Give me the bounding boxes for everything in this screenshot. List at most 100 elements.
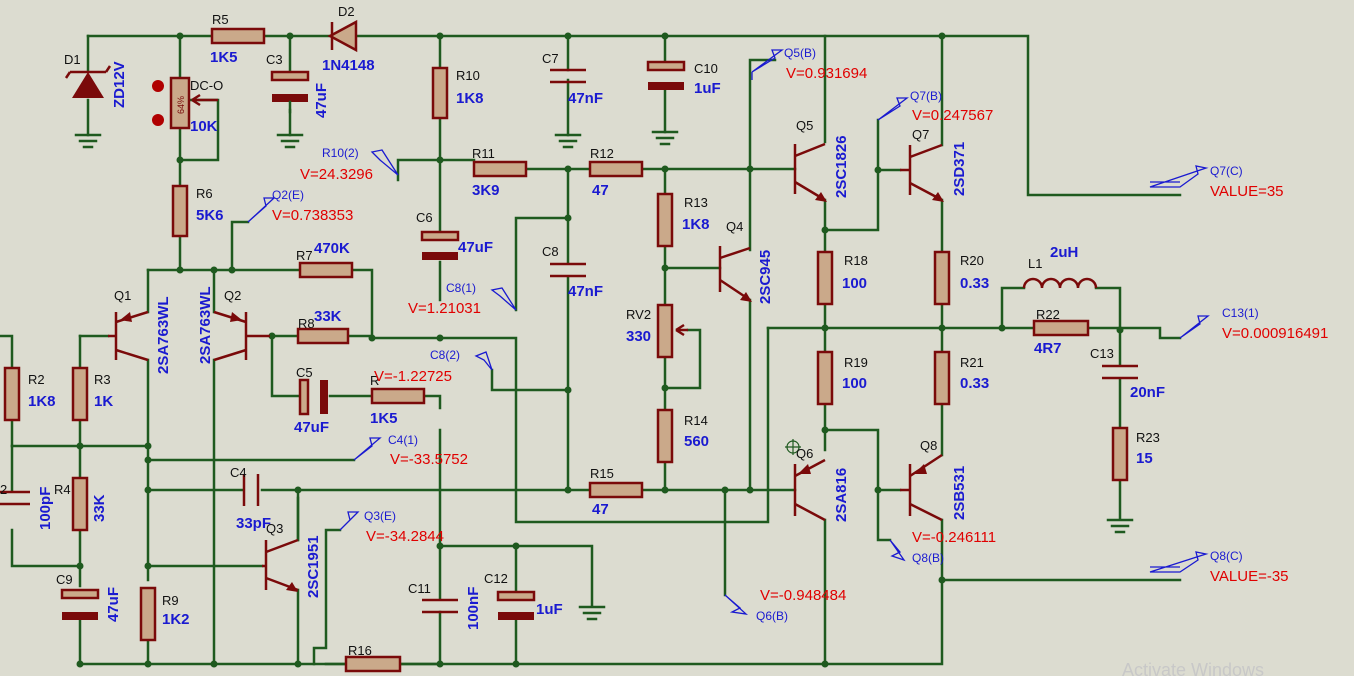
r11-value: 3K9 <box>472 182 500 199</box>
r18-value: 100 <box>842 275 867 292</box>
probe-q6b-icon[interactable] <box>724 594 749 615</box>
r7-value: 470K <box>314 240 350 257</box>
crosshair-icon <box>785 439 801 455</box>
probe-c41-icon[interactable] <box>353 437 382 461</box>
resistor-r6[interactable] <box>171 184 189 238</box>
capacitor-c3[interactable] <box>270 70 310 114</box>
diode-d2[interactable] <box>327 19 358 53</box>
r5-value: 1K5 <box>210 49 238 66</box>
capacitor-c7[interactable] <box>550 68 586 84</box>
probe-r102-icon[interactable] <box>370 149 399 176</box>
resistor-r5[interactable] <box>210 27 266 45</box>
capacitor-c13[interactable] <box>1102 364 1138 380</box>
q2e-voltage: V=0.738353 <box>272 207 353 224</box>
q6-value: 2SA816 <box>833 468 850 522</box>
transistor-q5[interactable] <box>793 142 827 202</box>
capacitor-c11[interactable] <box>422 598 458 614</box>
resistor-r15[interactable] <box>588 481 644 499</box>
inductor-l1[interactable] <box>1022 277 1098 289</box>
resistor-r21[interactable] <box>933 350 951 406</box>
transistor-q6[interactable] <box>793 458 826 522</box>
resistor-r16[interactable] <box>344 655 402 673</box>
resistor-rx[interactable] <box>370 387 426 405</box>
transistor-q4[interactable] <box>718 246 752 302</box>
resistor-r9[interactable] <box>139 586 157 642</box>
c5-ref: C5 <box>296 365 313 380</box>
pot-percent: 64% <box>176 96 186 114</box>
zener-diode-d1[interactable] <box>64 65 112 98</box>
q5b-probe-label: Q5(B) <box>784 46 816 60</box>
capacitor-c10[interactable] <box>646 60 686 90</box>
probe-c131-icon[interactable] <box>1179 315 1210 339</box>
capacitor-c12[interactable] <box>496 590 536 620</box>
resistor-r3[interactable] <box>71 366 89 422</box>
l1-ref: L1 <box>1028 256 1042 271</box>
potentiometer-rv2[interactable] <box>656 303 674 359</box>
probe-q3e-icon[interactable] <box>339 511 360 531</box>
transistor-q1[interactable] <box>108 310 149 362</box>
probe-c82-icon[interactable] <box>474 351 493 371</box>
capacitor-c6[interactable] <box>420 230 460 260</box>
probes[interactable] <box>247 49 1210 615</box>
q4-ref: Q4 <box>726 219 743 234</box>
resistor-r2[interactable] <box>3 366 21 422</box>
resistor-r7[interactable] <box>298 261 354 279</box>
transistor-q3[interactable] <box>262 538 299 592</box>
r9-value: 1K2 <box>162 611 190 628</box>
capacitor-c4[interactable] <box>242 474 260 506</box>
r14-ref: R14 <box>684 413 708 428</box>
q4-value: 2SC945 <box>757 250 774 304</box>
pot-terminal-icon[interactable] <box>152 114 164 126</box>
probe-q5b-icon[interactable] <box>751 49 784 80</box>
c9-value: 47uF <box>105 587 122 622</box>
r4-value: 33K <box>91 494 108 522</box>
resistors[interactable] <box>3 27 1129 673</box>
r11-ref: R11 <box>472 146 495 161</box>
resistor-r23[interactable] <box>1111 426 1129 482</box>
probe-q7b-icon[interactable] <box>877 97 909 121</box>
probe-q7c-icon[interactable] <box>1149 165 1209 188</box>
resistor-r4[interactable] <box>71 476 89 532</box>
resistor-r10[interactable] <box>431 66 449 120</box>
r9-ref: R9 <box>162 593 179 608</box>
dco-ref: DC-O <box>190 78 223 93</box>
probe-c81-icon[interactable] <box>490 287 517 311</box>
capacitor-c9[interactable] <box>60 588 100 620</box>
c8-value: 47nF <box>568 283 603 300</box>
junction-dots <box>76 32 1124 668</box>
c82-probe-label: C8(2) <box>430 348 460 362</box>
q1-value: 2SA763WL <box>155 296 172 374</box>
rx-ref: R <box>370 373 379 388</box>
resistor-r18[interactable] <box>816 250 834 306</box>
probe-q8b-icon[interactable] <box>889 539 906 562</box>
c7-value: 47nF <box>568 90 603 107</box>
resistor-r19[interactable] <box>816 350 834 406</box>
pot-terminal-icon[interactable] <box>152 80 164 92</box>
capacitors[interactable] <box>0 60 1138 620</box>
r12-value: 47 <box>592 182 609 199</box>
transistors[interactable] <box>108 142 944 592</box>
transistor-q7[interactable] <box>900 143 944 202</box>
resistor-r20[interactable] <box>933 250 951 306</box>
r15-value: 47 <box>592 501 609 518</box>
resistor-r11[interactable] <box>472 160 528 178</box>
r2-value: 1K8 <box>28 393 56 410</box>
transistor-q2[interactable] <box>213 310 270 362</box>
r3-value: 1K <box>94 393 113 410</box>
capacitor-c2[interactable] <box>0 490 30 506</box>
resistor-r13[interactable] <box>656 192 674 248</box>
resistor-r14[interactable] <box>656 408 674 464</box>
resistor-r12[interactable] <box>588 160 644 178</box>
resistor-r8[interactable] <box>296 327 350 345</box>
q6-ref: Q6 <box>796 446 813 461</box>
potentiometer-dc-o[interactable] <box>169 76 191 130</box>
capacitor-c8[interactable] <box>550 262 586 278</box>
transistor-q8[interactable] <box>900 453 943 522</box>
diodes[interactable] <box>64 19 358 98</box>
probe-q8c-icon[interactable] <box>1149 551 1209 573</box>
capacitor-c5[interactable] <box>298 378 328 416</box>
probe-q2e-icon[interactable] <box>247 197 276 223</box>
q3-ref: Q3 <box>266 521 283 536</box>
resistor-r22[interactable] <box>1032 319 1090 337</box>
